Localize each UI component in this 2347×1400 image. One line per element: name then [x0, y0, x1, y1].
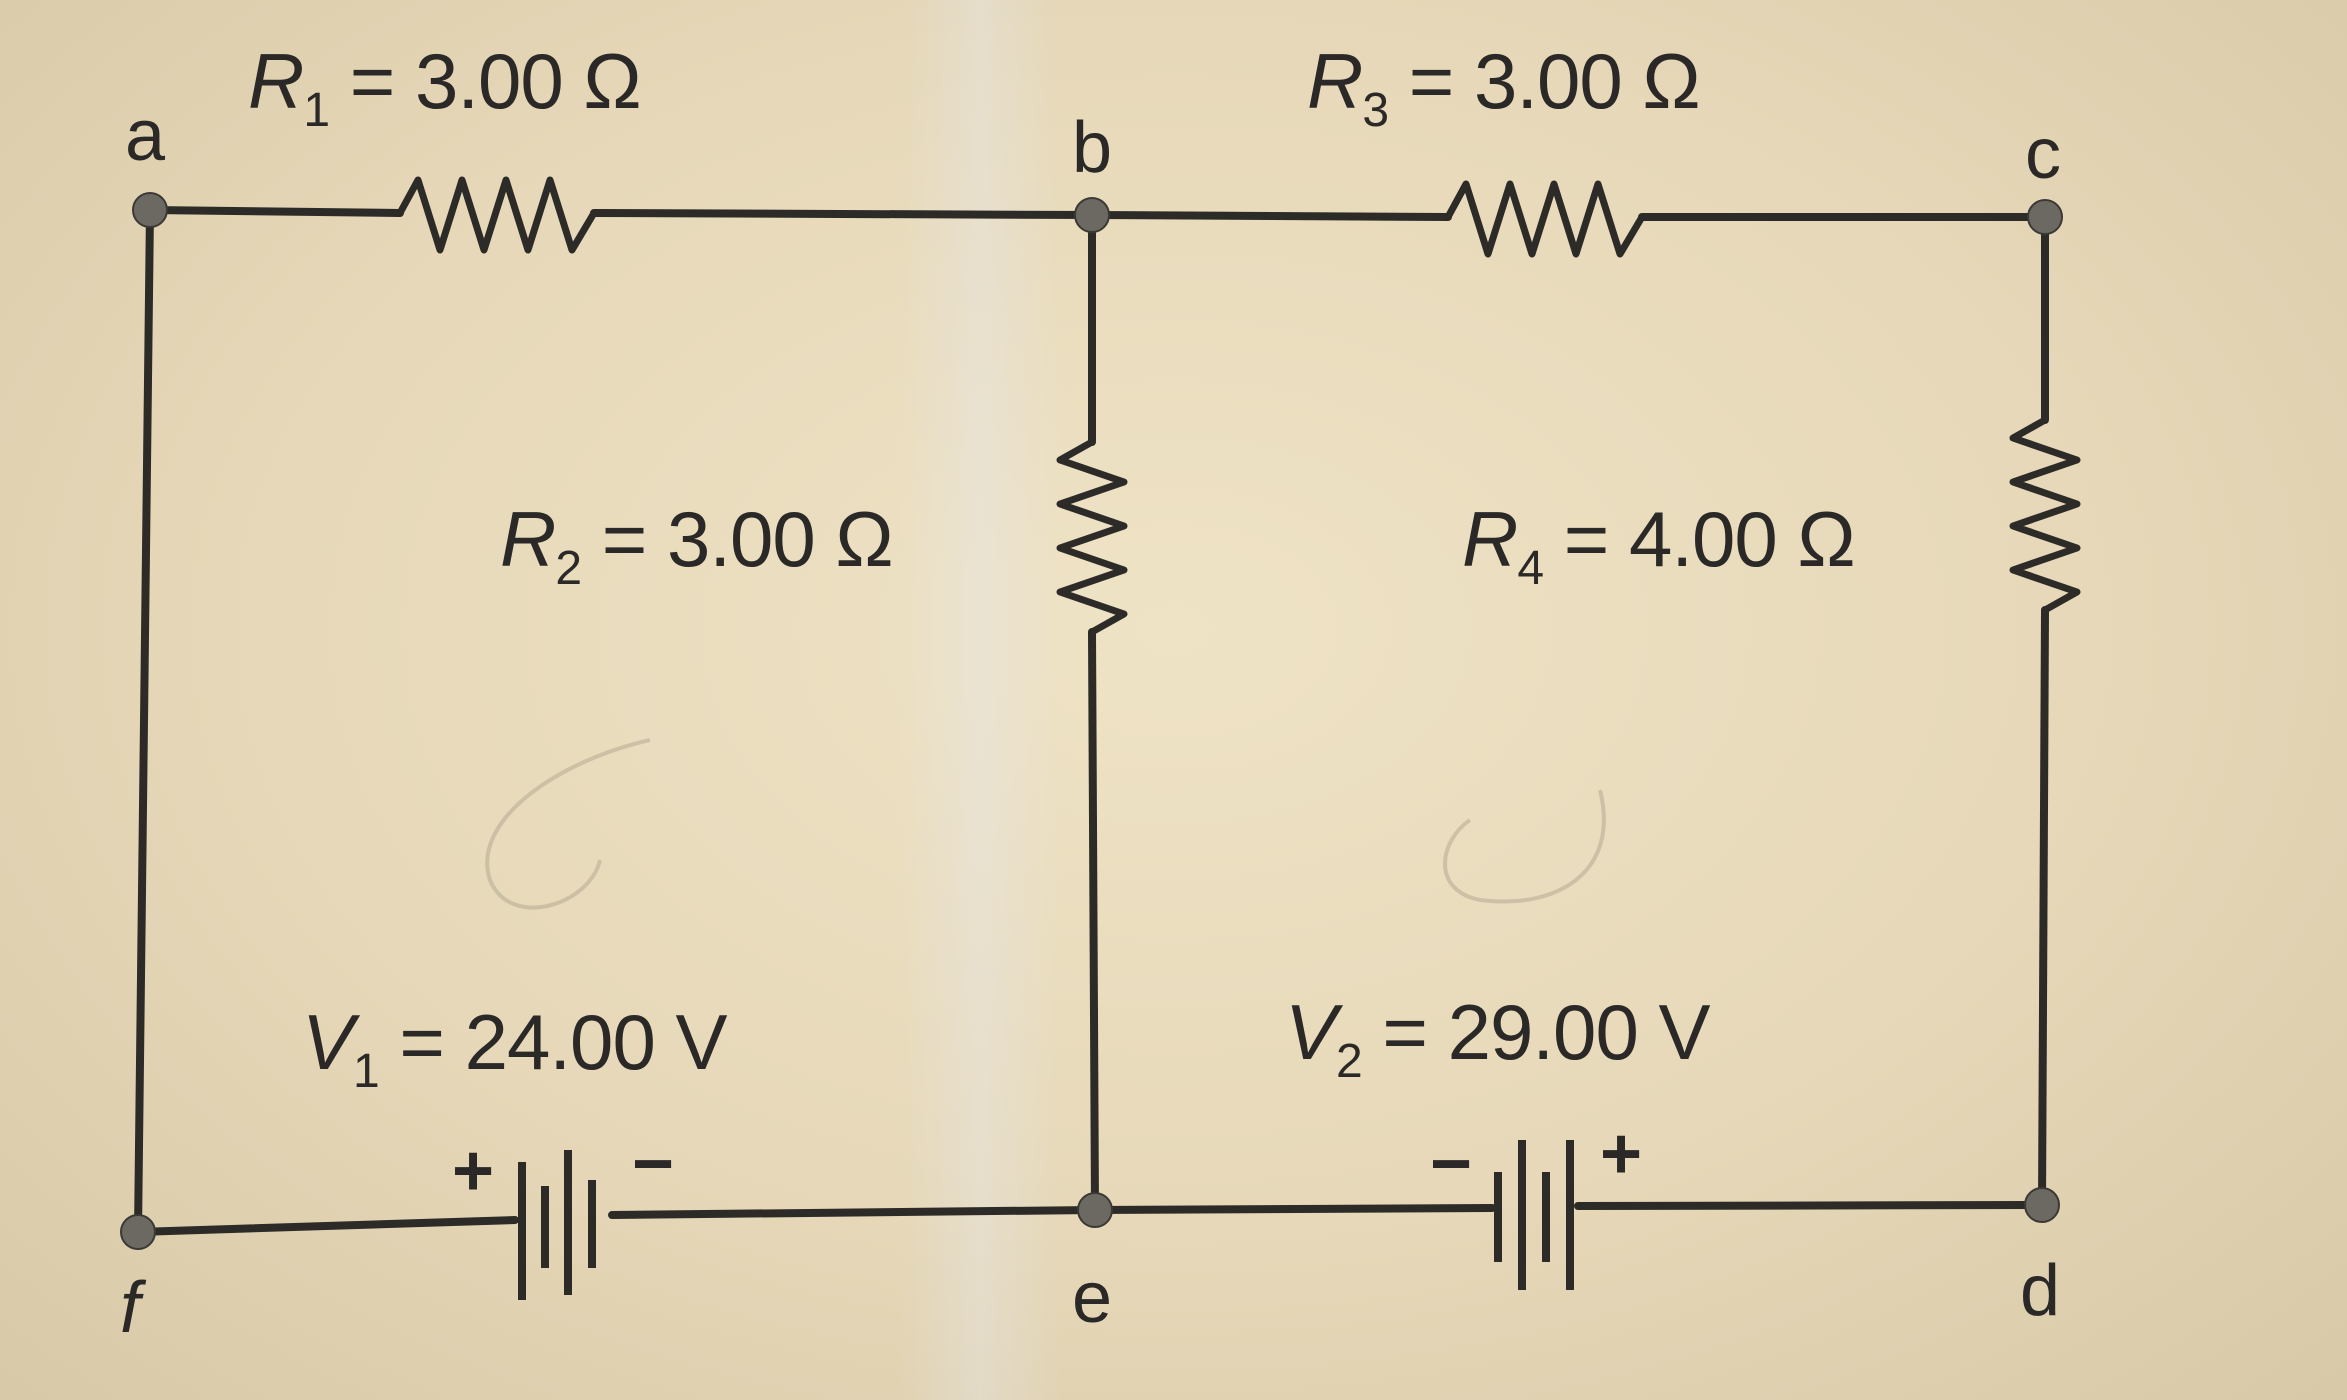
resistor-r2-symbol: [1056, 438, 1128, 636]
wire-a-r1: [146, 206, 404, 217]
node-c-label: c: [2025, 114, 2061, 194]
resistor-r3-label: R3 = 3.00 Ω: [1307, 42, 1701, 137]
node-b-dot: [1074, 197, 1110, 233]
pencil-loop-mark-right: [1443, 789, 1606, 904]
resistor-r2-label: R2 = 3.00 Ω: [500, 500, 894, 595]
r3-value: = 3.00 Ω: [1408, 37, 1701, 125]
wire-a-f: [134, 206, 154, 1236]
battery-v1-symbol: [518, 1150, 596, 1300]
r2-symbol: R: [500, 495, 556, 583]
node-d-dot: [2024, 1187, 2060, 1223]
r3-symbol: R: [1307, 37, 1363, 125]
resistor-r1-label: R1 = 3.00 Ω: [248, 42, 642, 137]
resistor-r3-symbol: [1444, 180, 1646, 258]
r2-subscript: 2: [555, 542, 582, 595]
battery-v1-plus-sign: +: [452, 1131, 495, 1211]
wire-f-v1: [134, 1216, 519, 1236]
resistor-r4-symbol: [2009, 416, 2081, 614]
r4-subscript: 4: [1517, 542, 1544, 595]
r1-subscript: 1: [303, 84, 330, 137]
battery-v2-symbol: [1494, 1140, 1574, 1290]
node-a-dot: [132, 192, 168, 228]
v1-subscript: 1: [353, 1045, 380, 1098]
wire-r1-b: [590, 209, 1096, 219]
r4-value: = 4.00 Ω: [1563, 495, 1856, 583]
resistor-r1-symbol: [396, 176, 598, 254]
node-d-label: d: [2020, 1251, 2061, 1331]
v2-value: = 29.00 V: [1382, 988, 1710, 1076]
node-f-label: f: [120, 1268, 141, 1348]
v1-value: = 24.00 V: [399, 998, 727, 1086]
r1-symbol: R: [248, 37, 304, 125]
v1-symbol: V: [302, 998, 354, 1086]
battery-v2-label: V2 = 29.00 V: [1285, 993, 1711, 1088]
node-e-label: e: [1072, 1258, 1113, 1338]
battery-v2-minus-sign: −: [1430, 1124, 1473, 1204]
node-e-dot: [1077, 1192, 1113, 1228]
wire-r2-e: [1088, 628, 1099, 1214]
wire-r4-d: [2038, 606, 2049, 1209]
pencil-loop-mark-left: [485, 738, 651, 910]
r4-symbol: R: [1462, 495, 1518, 583]
battery-v1-label: V1 = 24.00 V: [302, 1003, 728, 1098]
battery-v2-plus-sign: +: [1600, 1114, 1643, 1194]
r3-subscript: 3: [1362, 84, 1389, 137]
node-a-label: a: [125, 96, 166, 176]
node-b-label: b: [1072, 108, 1113, 188]
paper-shading: [900, 0, 1060, 1400]
r1-value: = 3.00 Ω: [349, 37, 642, 125]
node-f-dot: [120, 1214, 156, 1250]
v2-symbol: V: [1285, 988, 1337, 1076]
r2-value: = 3.00 Ω: [601, 495, 894, 583]
wire-e-v2: [1091, 1204, 1496, 1214]
node-c-dot: [2027, 199, 2063, 235]
wire-b-r3: [1088, 211, 1452, 221]
resistor-r4-label: R4 = 4.00 Ω: [1462, 500, 1856, 595]
wire-v1-e: [608, 1206, 1099, 1219]
v2-subscript: 2: [1336, 1035, 1363, 1088]
battery-v1-minus-sign: −: [632, 1124, 675, 1204]
wire-v2-d: [1574, 1201, 2046, 1210]
